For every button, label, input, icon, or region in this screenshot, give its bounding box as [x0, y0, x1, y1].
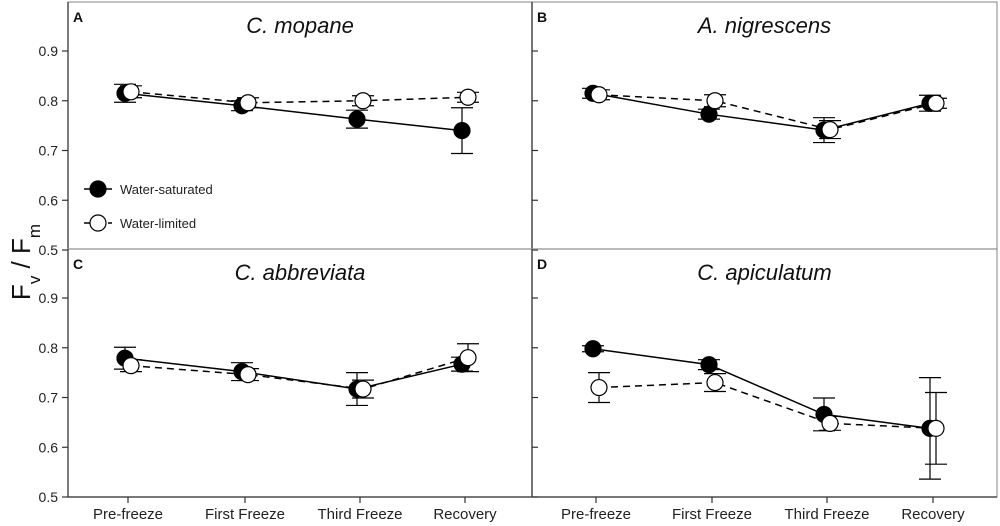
y-tick-label: 0.5: [39, 242, 59, 258]
x-tick-label: Third Freeze: [784, 506, 869, 523]
point-saturated: [348, 110, 366, 128]
x-tick-label: Recovery: [901, 506, 965, 523]
legend-label-limited: Water-limited: [120, 216, 196, 231]
y-tick-label: 0.9: [39, 43, 59, 59]
point-limited: [821, 414, 839, 432]
series-line-saturated: [124, 357, 463, 390]
series-line-saturated: [592, 92, 931, 131]
y-tick-label: 0.7: [39, 390, 59, 406]
y-tick-label: 0.5: [39, 489, 59, 505]
point-limited: [239, 94, 257, 112]
panel-title: C. abbreviata: [235, 260, 366, 285]
panel-a: 0.5 0.6 0.7 0.8 0.9 A C. mopane: [39, 1, 533, 258]
y-tick-label: 0.8: [39, 93, 59, 109]
series-line-saturated: [592, 348, 931, 430]
point-saturated: [584, 340, 602, 358]
x-tick-label: Pre-freeze: [561, 506, 631, 523]
x-tick-label: Pre-freeze: [93, 506, 163, 523]
panel-title: C. apiculatum: [697, 260, 832, 285]
series-line-limited: [130, 356, 469, 390]
panel-title: A. nigrescens: [696, 13, 831, 38]
panel-d: Pre-freeze First Freeze Third Freeze Recove…: [531, 248, 998, 523]
series-line-limited: [598, 94, 937, 131]
y-tick-label: 0.8: [39, 340, 59, 356]
x-tick-label: First Freeze: [672, 506, 752, 523]
legend-item-limited: Water-limited: [84, 214, 196, 232]
panel-frame: [67, 248, 533, 498]
legend-label-saturated: Water-saturated: [120, 182, 213, 197]
point-limited: [590, 86, 608, 104]
y-tick-label: 0.6: [39, 192, 59, 208]
series-line-saturated: [124, 92, 463, 132]
point-limited: [459, 88, 477, 106]
legend-marker-saturated: [89, 180, 107, 198]
y-tick-label: 0.7: [39, 143, 59, 159]
panel-title: C. mopane: [246, 13, 354, 38]
point-limited: [122, 357, 140, 375]
point-limited: [354, 380, 372, 398]
point-limited: [706, 373, 724, 392]
point-limited: [590, 378, 608, 397]
series-line-limited: [598, 381, 937, 430]
legend-item-saturated: Water-saturated: [84, 180, 213, 198]
y-axis-label: Fv / Fm: [6, 224, 44, 300]
point-limited: [239, 366, 257, 384]
series-line-limited: [130, 91, 469, 104]
point-limited: [354, 92, 372, 110]
point-limited: [459, 349, 477, 367]
panel-letter: A: [73, 9, 83, 25]
point-limited: [821, 121, 839, 139]
point-limited: [927, 94, 945, 112]
legend: Water-saturated Water-limited: [84, 180, 213, 232]
y-tick-label: 0.6: [39, 439, 59, 455]
y-tick-label: 0.9: [39, 290, 59, 306]
legend-marker-limited: [89, 214, 107, 232]
panel-b: B A. nigrescens: [531, 1, 998, 251]
panel-letter: C: [73, 256, 83, 272]
point-saturated: [700, 356, 718, 374]
panel-letter: D: [537, 256, 547, 272]
point-limited: [927, 419, 945, 437]
x-tick-label: Third Freeze: [317, 506, 402, 523]
point-saturated: [453, 122, 471, 140]
x-tick-label: First Freeze: [205, 506, 285, 523]
x-tick-label: Recovery: [433, 506, 497, 523]
panel-frame: [531, 1, 998, 250]
point-limited: [122, 83, 140, 101]
panel-letter: B: [537, 9, 547, 25]
point-limited: [706, 92, 724, 110]
panels: 0.5 0.6 0.7 0.8 0.9 A C. mopane B A. nigrescens 0…: [39, 1, 998, 523]
